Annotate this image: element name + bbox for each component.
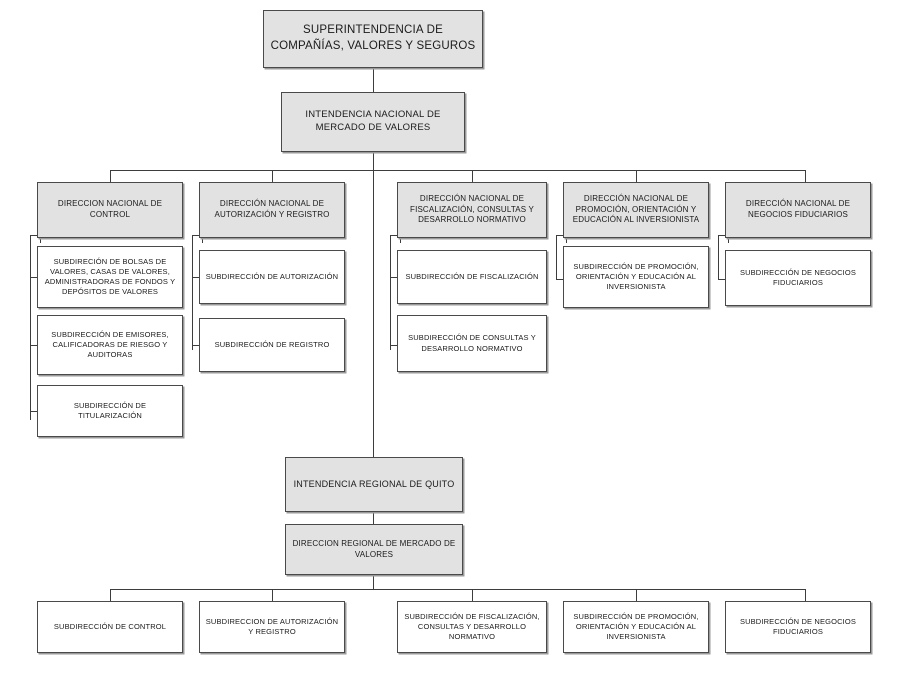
node-subdireccion-consultas-desarrollo[interactable]: SUBDIRECCIÓN DE CONSULTAS Y DESARROLLO N… — [397, 315, 547, 372]
node-direccion-nacional-control-label: DIRECCION NACIONAL DE CONTROL — [57, 199, 163, 219]
connector-regional-intendencia-to-direccion — [373, 512, 374, 524]
node-subdireccion-autorizacion[interactable]: SUBDIRECCIÓN DE AUTORIZACIÓN — [199, 250, 345, 304]
connector-col2-top-elbow-drop — [202, 235, 203, 243]
connector-drop-bottom4 — [636, 589, 637, 601]
node-superintendencia[interactable]: SUPERINTENDENCIA DE COMPAÑÍAS, VALORES Y… — [263, 10, 483, 68]
node-subdireccion-consultas-desarrollo-label: SUBDIRECCIÓN DE CONSULTAS Y DESARROLLO N… — [408, 333, 536, 353]
node-regional-subdireccion-promocion[interactable]: SUBDIRECCIÓN DE PROMOCIÓN, ORIENTACIÓN Y… — [563, 601, 709, 653]
node-subdireccion-emisores[interactable]: SUBDIRECCIÓN DE EMISORES, CALIFICADORAS … — [37, 315, 183, 375]
connector-col2-trunk — [192, 235, 193, 350]
node-direccion-nacional-autorizacion-registro-label: DIRECCIÓN NACIONAL DE AUTORIZACIÓN Y REG… — [214, 199, 330, 219]
connector-col2-stub-1 — [192, 277, 204, 278]
node-subdireccion-bolsas-valores[interactable]: SUBDIRECIÓN DE BOLSAS DE VALORES, CASAS … — [37, 246, 183, 308]
node-subdireccion-promocion[interactable]: SUBDIRECCIÓN DE PROMOCIÓN, ORIENTACIÓN Y… — [563, 246, 709, 308]
node-subdireccion-negocios-fiduciarios[interactable]: SUBDIRECCIÓN DE NEGOCIOS FIDUCIARIOS — [725, 250, 871, 306]
node-regional-subdireccion-control-label: SUBDIRECCIÓN DE CONTROL — [53, 621, 167, 631]
connector-col5-top-elbow-drop — [728, 235, 729, 243]
connector-regional-bus — [110, 589, 806, 590]
node-subdireccion-registro-label: SUBDIRECCIÓN DE REGISTRO — [214, 339, 330, 349]
connector-col4-trunk — [556, 235, 557, 280]
node-direccion-regional-mercado-valores-label: DIRECCION REGIONAL DE MERCADO DE VALORES — [292, 538, 456, 559]
node-subdireccion-titularizacion[interactable]: SUBDIRECCIÓN DE TITULARIZACIÓN — [37, 385, 183, 437]
node-regional-subdireccion-autorizacion-registro[interactable]: SUBDIRECCION DE AUTORIZACIÓN Y REGISTRO — [199, 601, 345, 653]
node-regional-subdireccion-fiscalizacion-label: SUBDIRECCIÓN DE FISCALIZACIÓN, CONSULTAS… — [404, 611, 540, 642]
node-subdireccion-bolsas-valores-label: SUBDIRECIÓN DE BOLSAS DE VALORES, CASAS … — [44, 256, 176, 297]
connector-col2-stub-2 — [192, 345, 204, 346]
connector-col5-stub-1 — [718, 279, 730, 280]
connector-drop-col5 — [805, 170, 806, 182]
connector-col4-stub-1 — [556, 279, 568, 280]
node-direccion-nacional-promocion[interactable]: DIRECCIÓN NACIONAL DE PROMOCIÓN, ORIENTA… — [563, 182, 709, 238]
connector-col3-stub-1 — [390, 277, 402, 278]
node-subdireccion-fiscalizacion[interactable]: SUBDIRECCIÓN DE FISCALIZACIÓN — [397, 250, 547, 304]
connector-drop-col3 — [472, 170, 473, 182]
node-intendencia-regional-quito[interactable]: INTENDENCIA REGIONAL DE QUITO — [285, 457, 463, 512]
node-subdireccion-promocion-label: SUBDIRECCIÓN DE PROMOCIÓN, ORIENTACIÓN Y… — [573, 261, 699, 292]
node-direccion-nacional-control[interactable]: DIRECCION NACIONAL DE CONTROL — [37, 182, 183, 238]
node-subdireccion-registro[interactable]: SUBDIRECCIÓN DE REGISTRO — [199, 318, 345, 372]
connector-col1-top-elbow — [30, 235, 40, 236]
connector-drop-bottom3 — [472, 589, 473, 601]
node-regional-subdireccion-promocion-label: SUBDIRECCIÓN DE PROMOCIÓN, ORIENTACIÓN Y… — [573, 611, 699, 642]
connector-col2-top-elbow — [192, 235, 202, 236]
node-superintendencia-label: SUPERINTENDENCIA DE COMPAÑÍAS, VALORES Y… — [270, 24, 476, 52]
node-direccion-nacional-fiscalizacion[interactable]: DIRECCIÓN NACIONAL DE FISCALIZACIÓN, CON… — [397, 182, 547, 238]
node-subdireccion-negocios-fiduciarios-label: SUBDIRECCIÓN DE NEGOCIOS FIDUCIARIOS — [739, 267, 857, 287]
node-subdireccion-fiscalizacion-label: SUBDIRECCIÓN DE FISCALIZACIÓN — [405, 271, 539, 281]
node-regional-subdireccion-autorizacion-registro-label: SUBDIRECCION DE AUTORIZACIÓN Y REGISTRO — [205, 616, 339, 636]
connector-col1-top-elbow-drop — [40, 235, 41, 243]
node-subdireccion-titularizacion-label: SUBDIRECCIÓN DE TITULARIZACIÓN — [73, 400, 147, 420]
node-direccion-nacional-promocion-label: DIRECCIÓN NACIONAL DE PROMOCIÓN, ORIENTA… — [572, 193, 700, 225]
node-direccion-nacional-negocios-fiduciarios[interactable]: DIRECCIÓN NACIONAL DE NEGOCIOS FIDUCIARI… — [725, 182, 871, 238]
node-direccion-regional-mercado-valores[interactable]: DIRECCION REGIONAL DE MERCADO DE VALORES — [285, 524, 463, 575]
node-regional-subdireccion-control[interactable]: SUBDIRECCIÓN DE CONTROL — [37, 601, 183, 653]
connector-col1-stub-3 — [30, 411, 42, 412]
connector-col3-top-elbow — [390, 235, 400, 236]
connector-drop-bottom2 — [272, 589, 273, 601]
node-intendencia-nacional-label: INTENDENCIA NACIONAL DE MERCADO DE VALOR… — [305, 109, 441, 133]
node-direccion-nacional-autorizacion-registro[interactable]: DIRECCIÓN NACIONAL DE AUTORIZACIÓN Y REG… — [199, 182, 345, 238]
node-regional-subdireccion-fiscalizacion[interactable]: SUBDIRECCIÓN DE FISCALIZACIÓN, CONSULTAS… — [397, 601, 547, 653]
connector-col5-top-elbow — [718, 235, 728, 236]
node-intendencia-regional-quito-label: INTENDENCIA REGIONAL DE QUITO — [293, 479, 455, 490]
connector-col5-trunk — [718, 235, 719, 280]
connector-main-trunk — [373, 152, 374, 457]
connector-col3-stub-2 — [390, 345, 402, 346]
connector-col3-top-elbow-drop — [400, 235, 401, 243]
node-subdireccion-autorizacion-label: SUBDIRECCIÓN DE AUTORIZACIÓN — [205, 271, 339, 281]
connector-col3-trunk — [390, 235, 391, 350]
node-intendencia-nacional[interactable]: INTENDENCIA NACIONAL DE MERCADO DE VALOR… — [281, 92, 465, 152]
node-direccion-nacional-negocios-fiduciarios-label: DIRECCIÓN NACIONAL DE NEGOCIOS FIDUCIARI… — [745, 199, 851, 219]
connector-drop-col2 — [272, 170, 273, 182]
connector-drop-col1 — [110, 170, 111, 182]
connector-drop-bottom5 — [805, 589, 806, 601]
connector-col4-top-elbow — [556, 235, 566, 236]
connector-drop-bottom1 — [110, 589, 111, 601]
connector-col4-top-elbow-drop — [566, 235, 567, 243]
node-regional-subdireccion-negocios-fiduciarios[interactable]: SUBDIRECCIÓN DE NEGOCIOS FIDUCIARIOS — [725, 601, 871, 653]
node-direccion-nacional-fiscalizacion-label: DIRECCIÓN NACIONAL DE FISCALIZACIÓN, CON… — [410, 193, 534, 225]
node-subdireccion-emisores-label: SUBDIRECCIÓN DE EMISORES, CALIFICADORAS … — [51, 329, 169, 360]
connector-national-bus — [110, 170, 806, 171]
connector-drop-col4 — [636, 170, 637, 182]
connector-regional-drop — [373, 575, 374, 589]
node-regional-subdireccion-negocios-fiduciarios-label: SUBDIRECCIÓN DE NEGOCIOS FIDUCIARIOS — [739, 616, 857, 636]
connector-col1-stub-1 — [30, 277, 42, 278]
connector-col1-stub-2 — [30, 345, 42, 346]
connector-root-to-intendencia-nacional — [373, 68, 374, 92]
connector-col1-trunk — [30, 235, 31, 420]
